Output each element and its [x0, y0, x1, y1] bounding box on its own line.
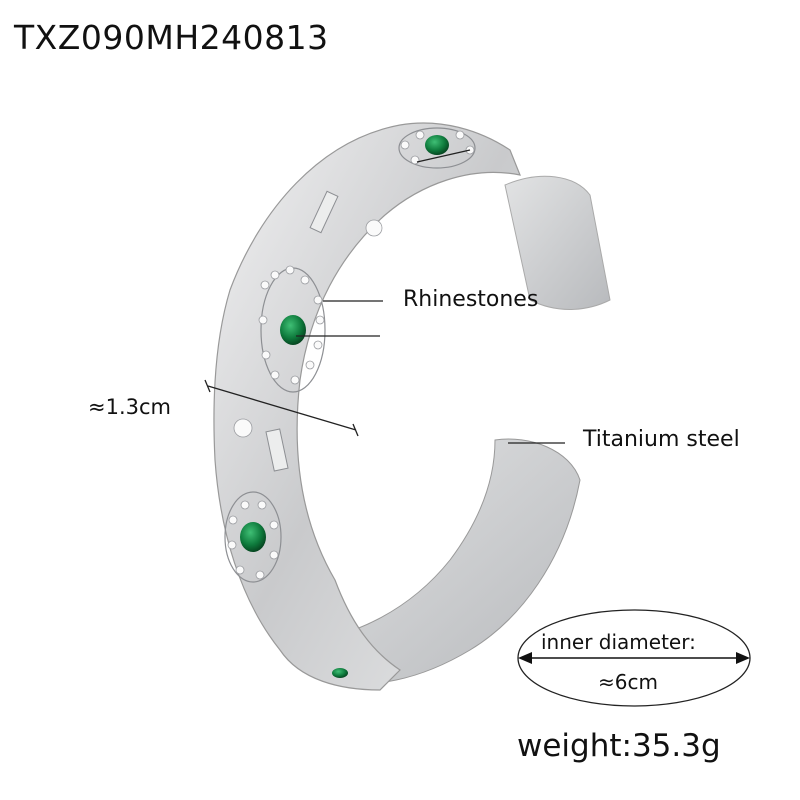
- bracelet-inner-bottom: [299, 438, 581, 685]
- baguette-stones: [265, 190, 339, 472]
- arrow-right-icon: [736, 652, 750, 664]
- green-stone: [332, 668, 348, 678]
- arrow-left-icon: [518, 652, 532, 664]
- green-stone: [280, 315, 306, 345]
- weight-label: weight:35.3g: [517, 728, 721, 764]
- product-sku: TXZ090MH240813: [14, 18, 329, 57]
- bracelet-inner-back: [504, 175, 611, 310]
- callout-lines: [204, 149, 565, 444]
- green-stone: [425, 135, 449, 155]
- rhinestones-label: Rhinestones: [403, 287, 539, 312]
- rhinestones: [227, 130, 475, 580]
- green-stone: [240, 522, 266, 552]
- width-label: ≈1.3cm: [88, 395, 171, 419]
- material-label: Titanium steel: [583, 427, 740, 452]
- inner-diameter-label: inner diameter:: [541, 630, 696, 654]
- bracelet-outer-band: [213, 122, 521, 691]
- inner-diameter-value: ≈6cm: [598, 670, 658, 694]
